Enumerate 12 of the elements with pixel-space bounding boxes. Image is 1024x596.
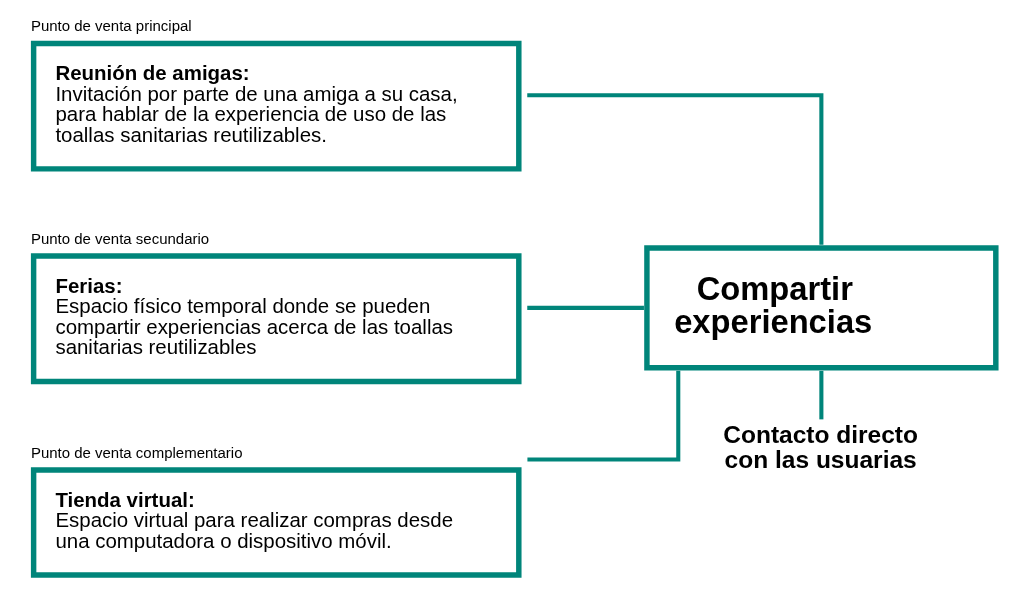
node-box: Tienda virtual: Espacio virtual para realizar compras desde una computadora o dispositivo móvil. bbox=[30, 467, 522, 578]
connector bbox=[527, 305, 644, 310]
node-label: Punto de venta principal bbox=[30, 16, 192, 34]
connector bbox=[819, 370, 824, 420]
node-label: Punto de venta complementario bbox=[30, 443, 243, 461]
node-box: Reunión de amigas: Invitación por parte de una amiga a su casa, para hablar de la experiencia de uso de las toallas sanitarias reutilizables. bbox=[30, 40, 522, 172]
node-text: Contacto directo con las usuarias bbox=[723, 421, 919, 473]
node-box: Compartir experiencias bbox=[644, 245, 999, 371]
connector bbox=[527, 93, 824, 245]
node-label: Punto de venta secundario bbox=[30, 229, 210, 247]
connector bbox=[527, 370, 681, 462]
node-box: Ferias: Espacio físico temporal donde se pueden compartir experiencias acerca de las toallas sanitarias reutilizables bbox=[30, 253, 522, 385]
